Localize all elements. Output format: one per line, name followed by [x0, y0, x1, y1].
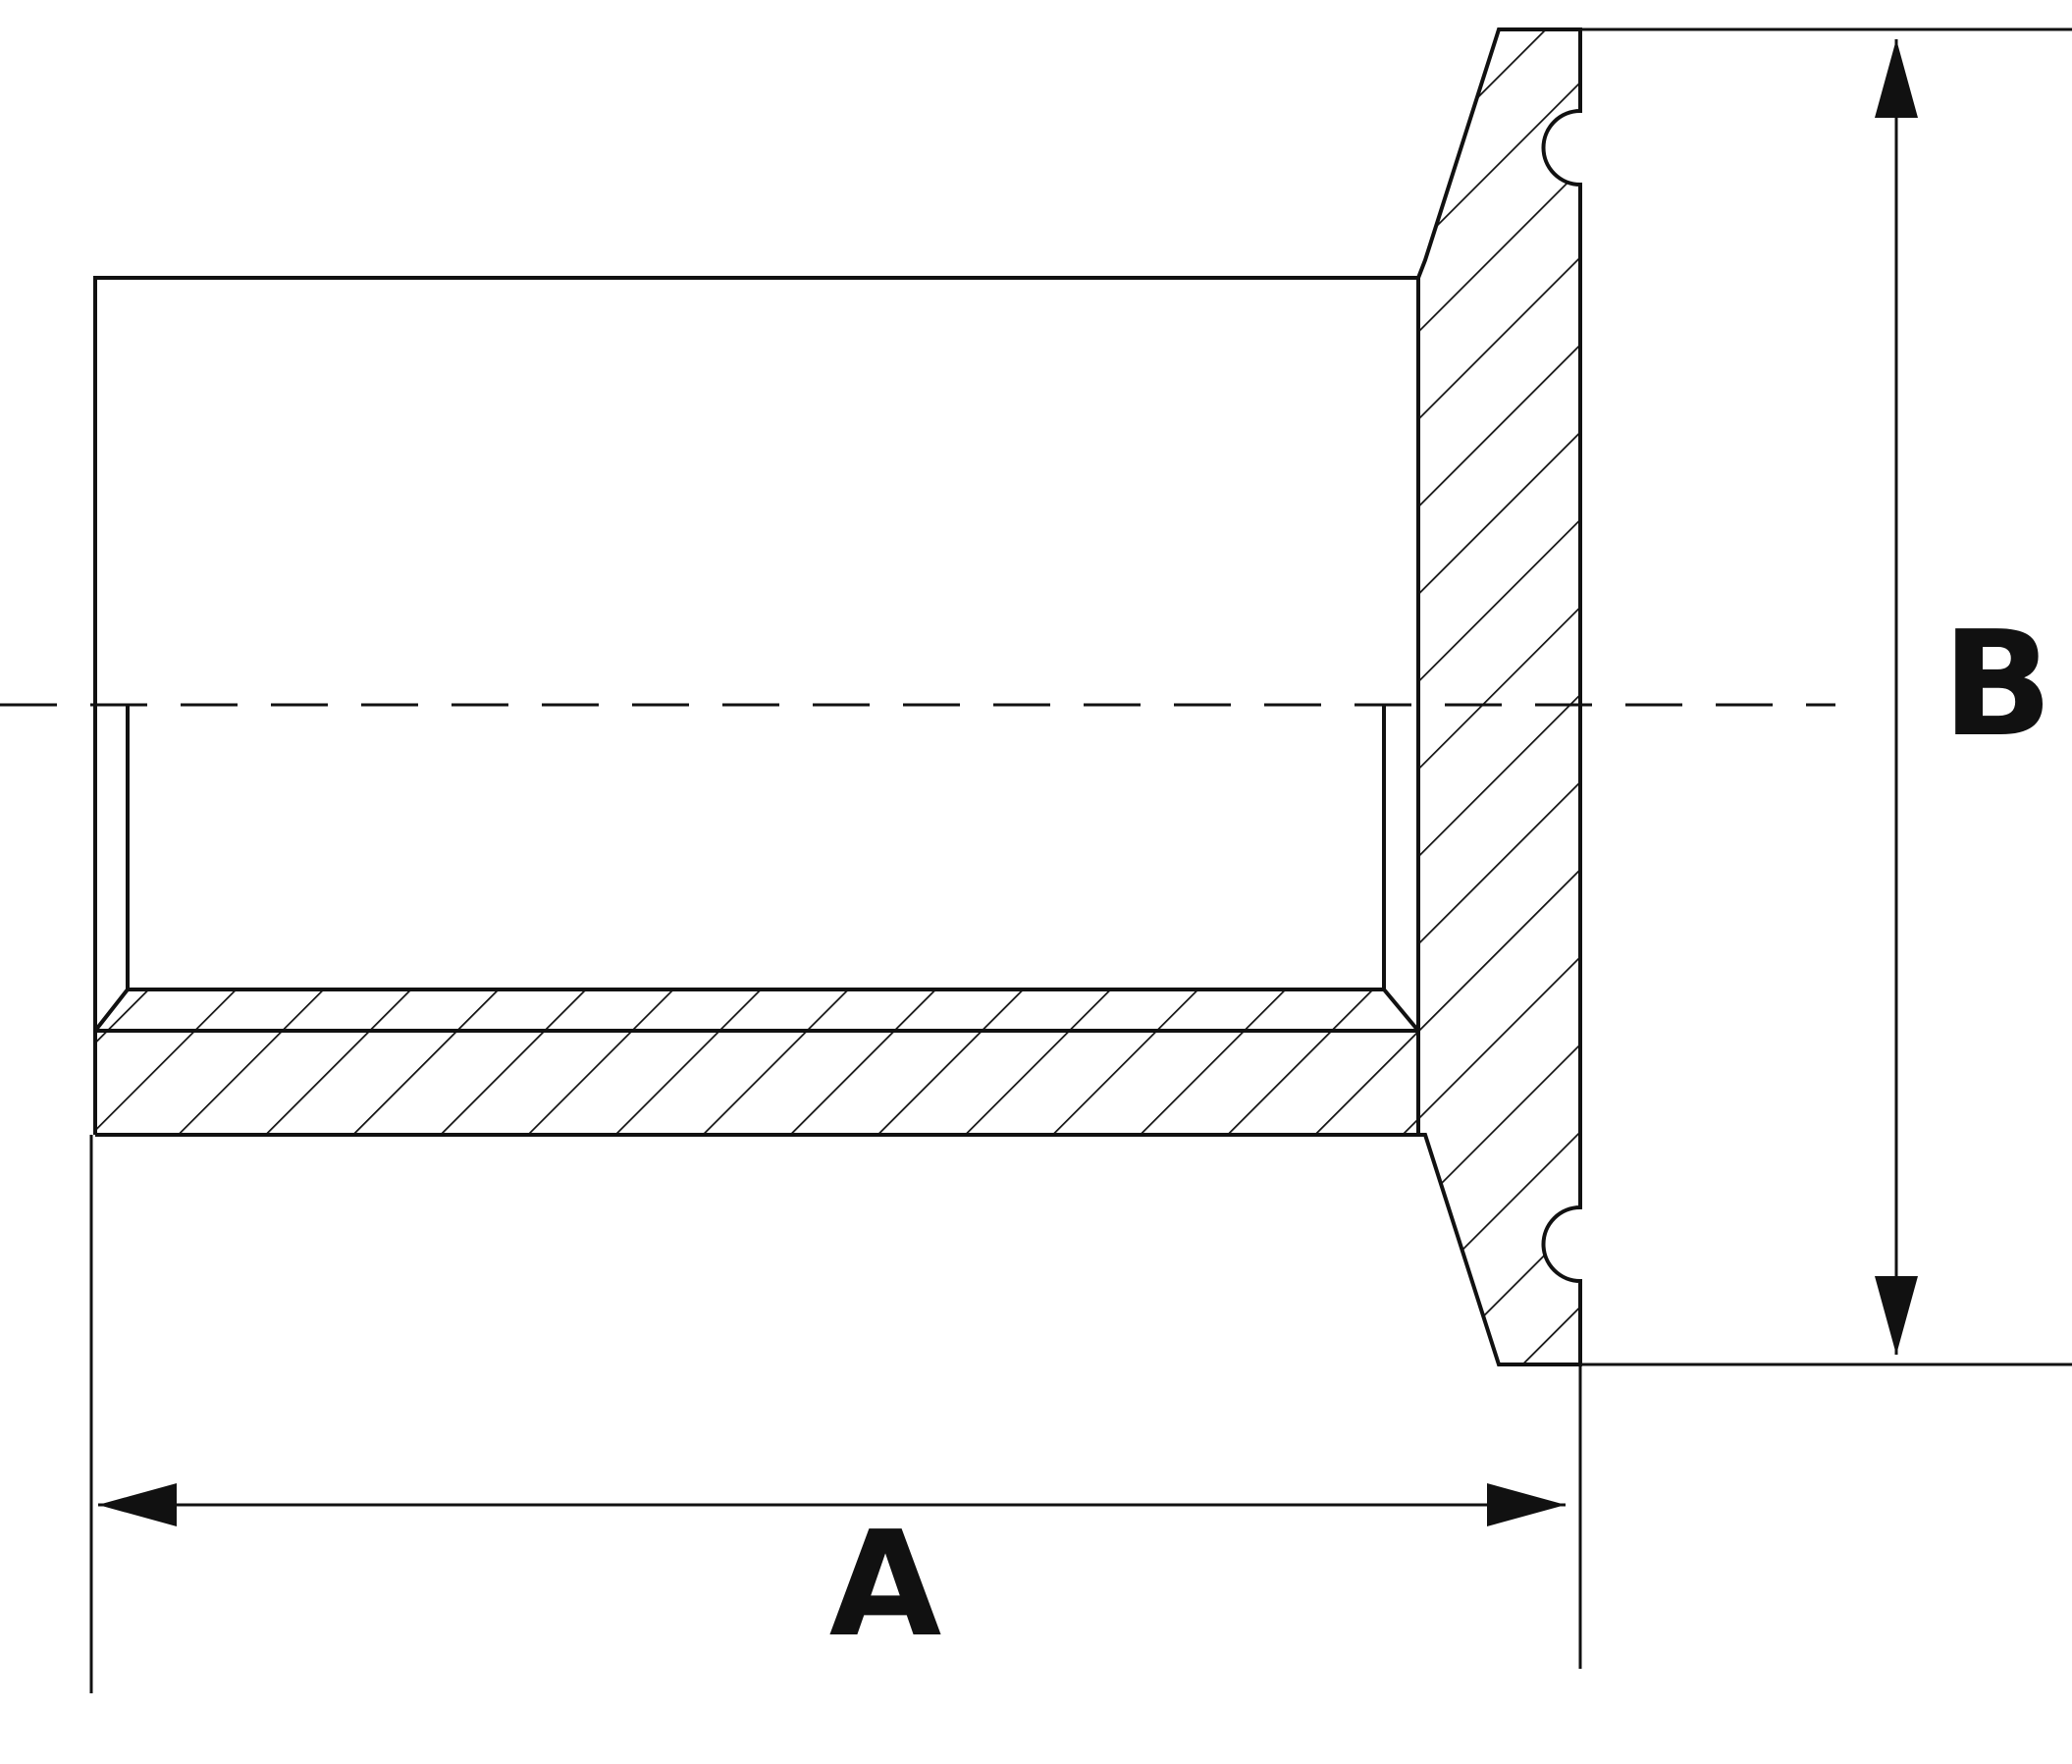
arrowhead-right-icon: [1487, 1483, 1566, 1526]
extension-lines: [89, 27, 2072, 1693]
tube-wall-section: [93, 988, 1420, 1137]
arrowhead-up-icon: [1875, 39, 1918, 118]
dimension-b-label: B: [1942, 600, 2053, 769]
arrowhead-left-icon: [98, 1483, 177, 1526]
arrowhead-down-icon: [1875, 1276, 1918, 1355]
dimension-a-label: A: [829, 1500, 942, 1669]
dimension-a: A: [98, 1483, 1566, 1669]
dimension-b: B: [1875, 39, 2052, 1355]
tube-bore: [126, 705, 1386, 991]
flange-section: [1416, 27, 1582, 1366]
tube-body: [93, 276, 1418, 1135]
